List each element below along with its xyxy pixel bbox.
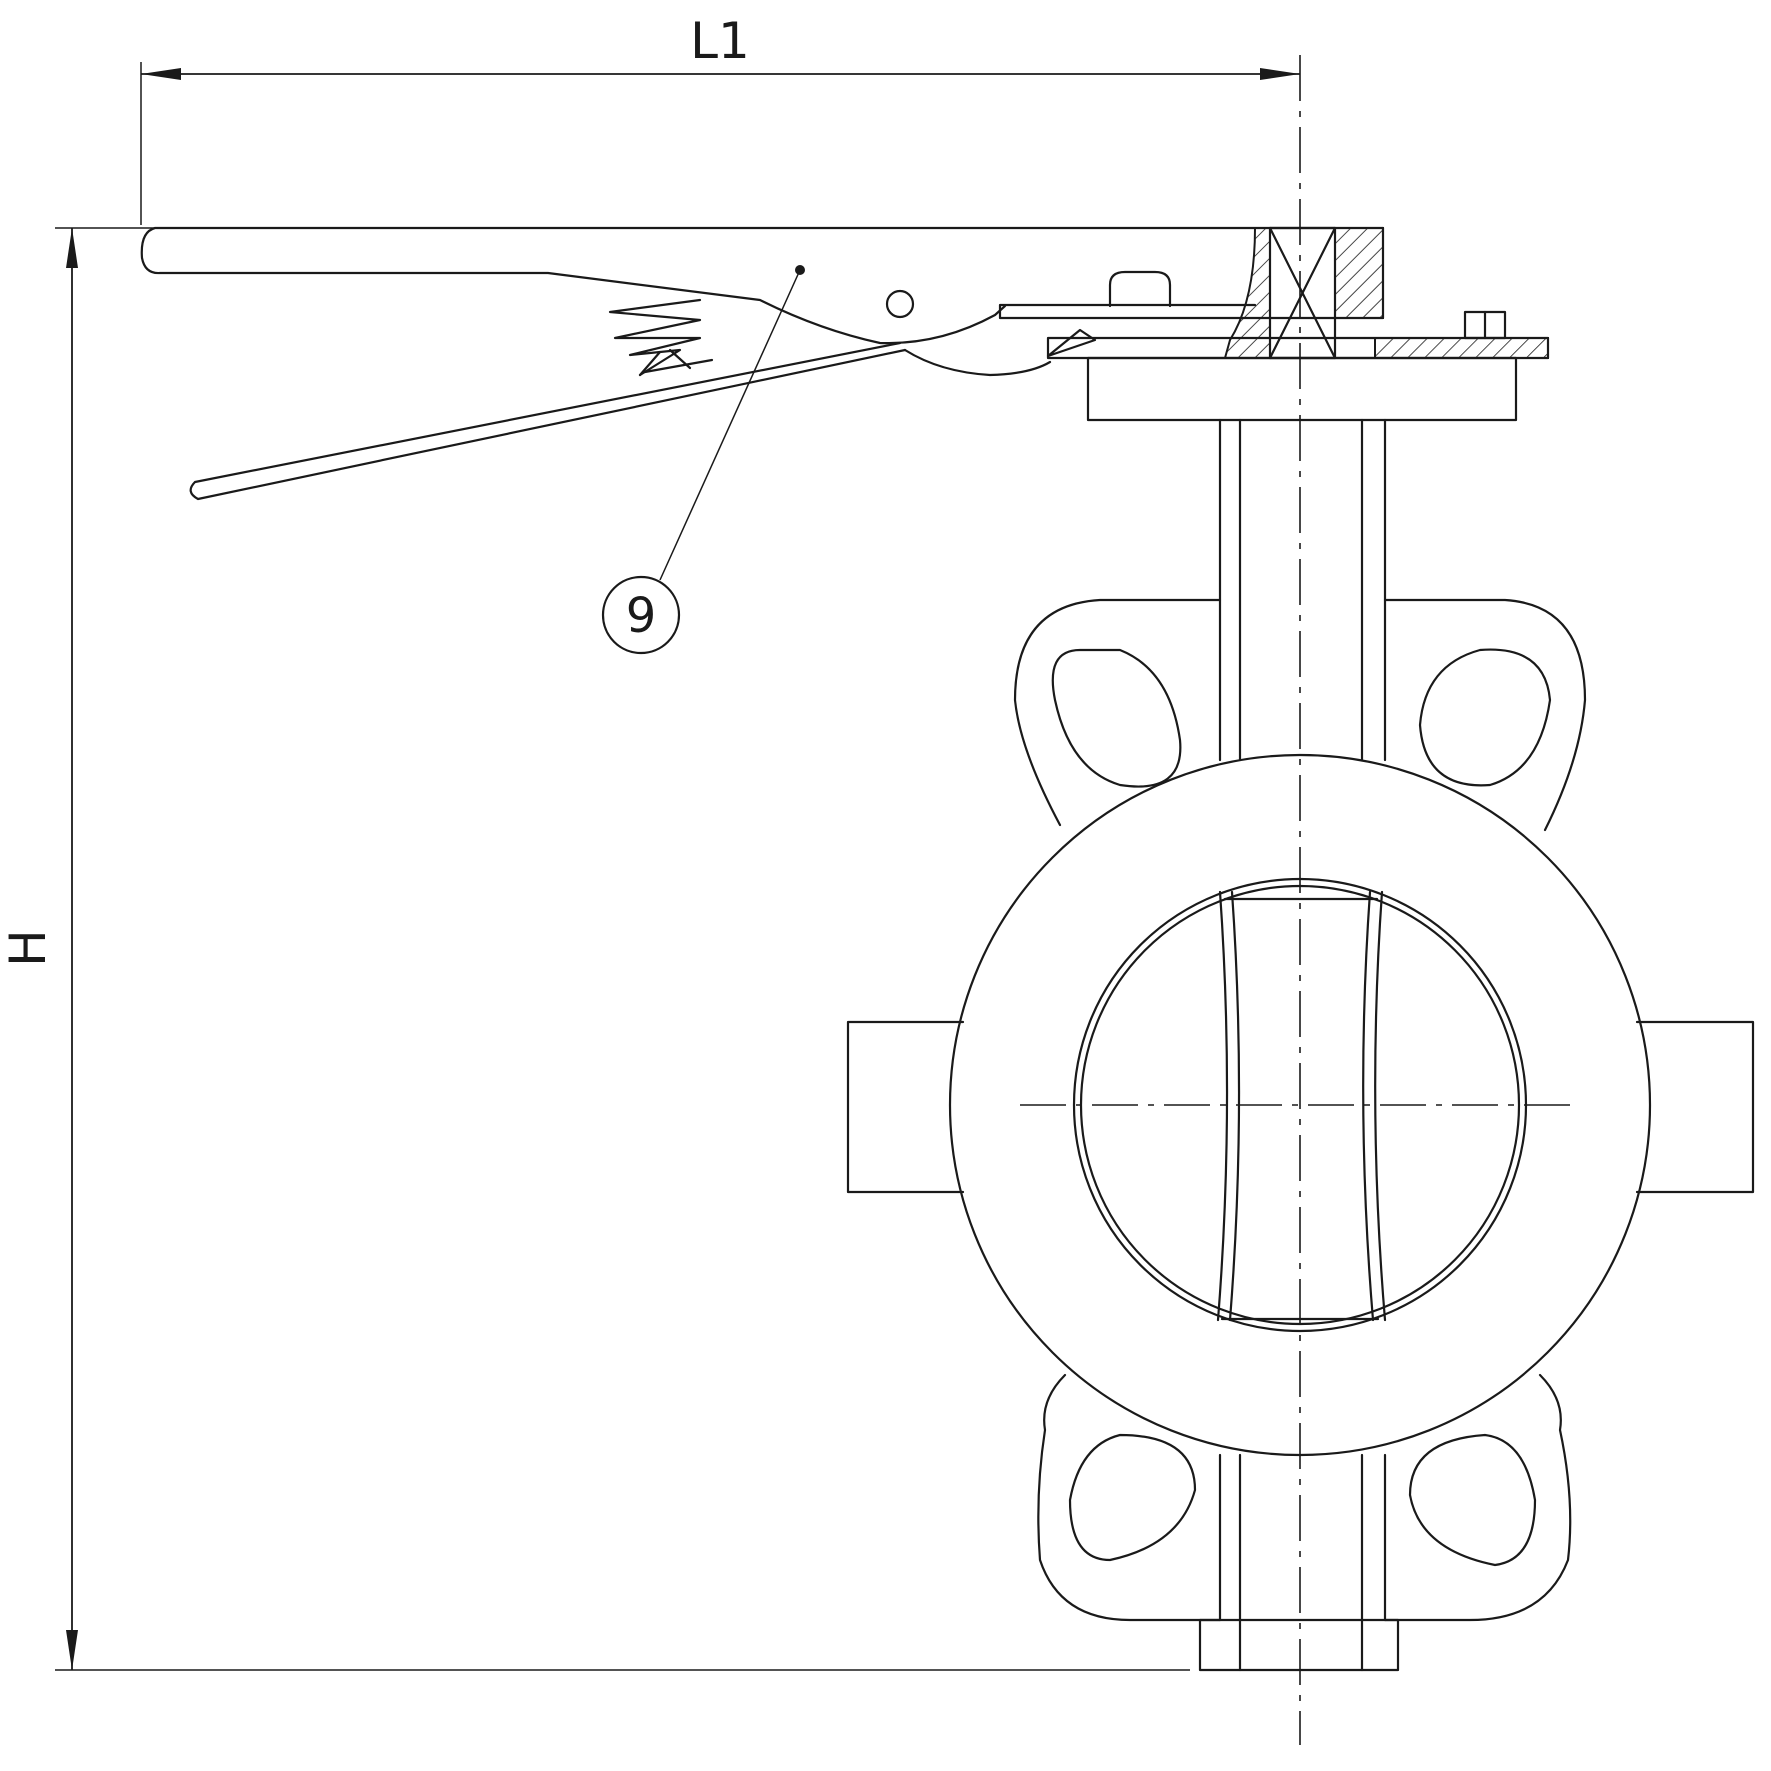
side-bosses: [846, 1020, 1755, 1194]
dimension-l1: L1: [140, 12, 1300, 225]
position-plate: [1046, 310, 1550, 360]
upper-lugs: [1013, 598, 1587, 832]
top-flange: [1086, 356, 1518, 422]
lug-hole-upper-left: [1051, 648, 1182, 788]
dimension-label-l1: L1: [690, 12, 750, 70]
top-head: [1046, 226, 1384, 360]
valve-disc: [1216, 890, 1387, 1322]
dimension-h: H: [0, 227, 1190, 1671]
callout-9: 9: [601, 265, 805, 655]
centerlines: [1020, 55, 1580, 1745]
lug-hole-lower-right: [1408, 1433, 1537, 1567]
lug-hole-lower-left: [1068, 1433, 1197, 1562]
pivot-hole: [885, 289, 915, 319]
dimension-label-h: H: [0, 929, 57, 967]
bottom-stub: [1198, 1618, 1400, 1672]
callout-number: 9: [626, 588, 657, 644]
valve-neck: [1218, 418, 1387, 762]
valve-body: [948, 753, 1652, 1457]
handle-lever: [140, 226, 1385, 501]
lower-lugs: [1037, 1373, 1572, 1622]
lug-hole-upper-right: [1418, 648, 1552, 787]
callout-balloon: [601, 575, 681, 655]
